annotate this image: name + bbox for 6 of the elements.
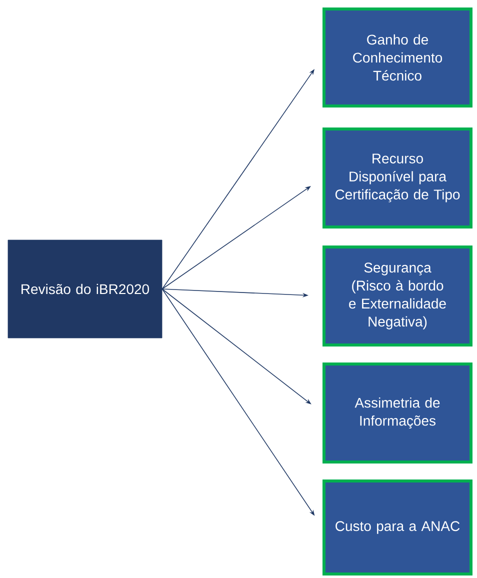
outcome-box: Assimetria de Informações — [322, 362, 472, 464]
outcome-box: Recurso Disponível para Certificação de Tipo — [322, 128, 472, 228]
outcome-box: Segurança (Risco à bordo e Externalidade Negativa) — [322, 246, 472, 346]
outcome-box: Ganho de Conhecimento Técnico — [322, 8, 472, 108]
center-box: Revisão do iBR2020 — [8, 240, 162, 338]
outcome-box: Custo para a ANAC — [322, 480, 472, 576]
